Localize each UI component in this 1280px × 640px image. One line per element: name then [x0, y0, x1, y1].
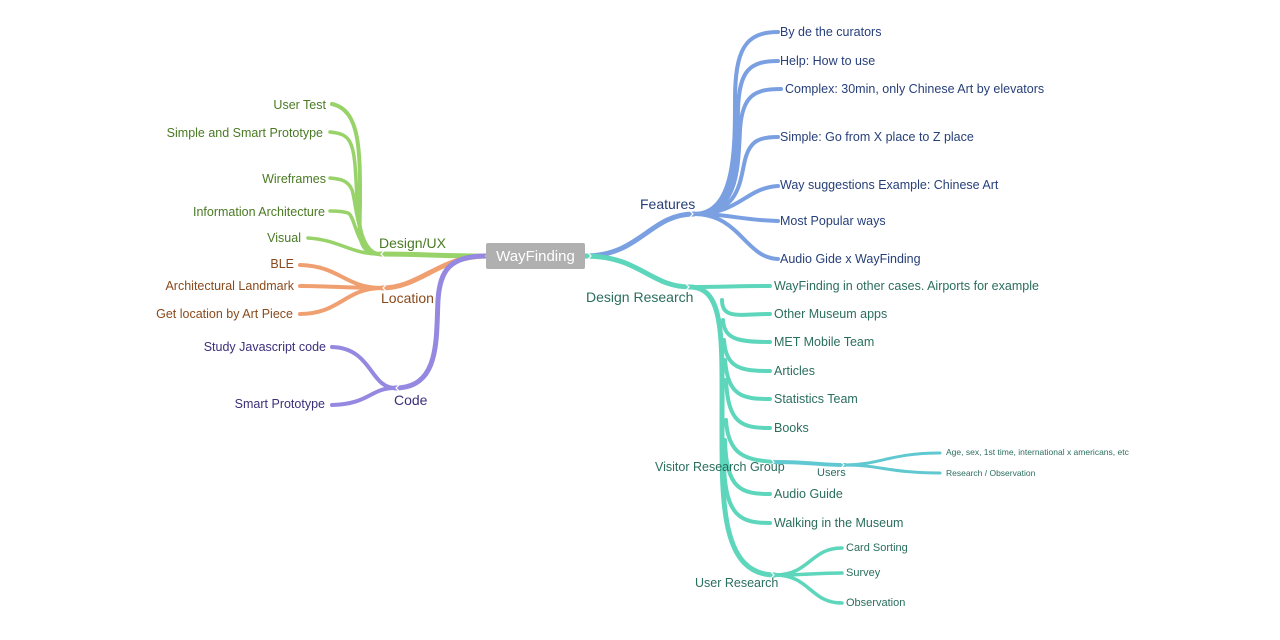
node-user-research[interactable]: User Research	[695, 576, 778, 590]
link-users	[724, 418, 777, 464]
branch-code	[330, 253, 489, 407]
root-node[interactable]: WayFinding	[486, 243, 585, 269]
node-feat-simple[interactable]: Simple: Go from X place to Z place	[780, 130, 974, 144]
design-ux-labels: Design/UX User Test Simple and Smart Pro…	[167, 98, 447, 251]
connector-markers	[380, 210, 845, 579]
node-wayfinding-other[interactable]: WayFinding in other cases. Airports for …	[774, 279, 1039, 293]
link-other-museum-apps	[720, 298, 772, 317]
link-simple-smart-prototype	[328, 130, 382, 256]
link-statistics	[723, 358, 772, 401]
branch-design-research	[582, 253, 778, 578]
node-articles[interactable]: Articles	[774, 364, 815, 378]
node-architectural-landmark[interactable]: Architectural Landmark	[165, 279, 294, 293]
link-feat-7	[692, 212, 780, 261]
link-articles	[722, 338, 772, 373]
root-node-box[interactable]	[486, 243, 585, 269]
node-design-research[interactable]: Design Research	[586, 289, 693, 305]
link-feat-4	[692, 135, 780, 216]
marker-root-right	[587, 252, 592, 260]
marker-design-ux	[380, 250, 385, 258]
link-user-research	[687, 284, 778, 578]
link-information-architecture	[328, 209, 382, 256]
node-books[interactable]: Books	[774, 421, 809, 435]
link-study-javascript	[330, 345, 397, 390]
root-node-label: WayFinding	[496, 248, 575, 265]
node-card-sorting[interactable]: Card Sorting	[846, 542, 908, 554]
node-feat-suggestions[interactable]: Way suggestions Example: Chinese Art	[780, 178, 999, 192]
link-feat-2	[692, 59, 780, 216]
link-met-mobile	[721, 318, 772, 344]
link-visual	[306, 236, 382, 256]
node-feat-popular[interactable]: Most Popular ways	[780, 214, 886, 228]
node-smart-prototype[interactable]: Smart Prototype	[235, 397, 325, 411]
branch-features	[582, 30, 783, 261]
link-smart-prototype	[330, 386, 397, 407]
design-research-labels: Design Research WayFinding in other case…	[586, 279, 1130, 609]
node-simple-smart-prototype[interactable]: Simple and Smart Prototype	[167, 126, 323, 140]
link-users-hub	[773, 460, 847, 467]
node-location[interactable]: Location	[381, 290, 434, 306]
node-met-mobile[interactable]: MET Mobile Team	[774, 335, 874, 349]
node-information-architecture[interactable]: Information Architecture	[193, 205, 325, 219]
features-labels: Features By de the curators Help: How to…	[640, 25, 1044, 266]
node-visual[interactable]: Visual	[267, 231, 301, 245]
link-root-code	[392, 253, 489, 391]
node-features[interactable]: Features	[640, 196, 695, 212]
node-survey[interactable]: Survey	[846, 567, 881, 579]
marker-code	[395, 384, 400, 392]
node-visitor-research-group[interactable]: Visitor Research Group	[655, 460, 785, 474]
marker-location	[382, 284, 387, 292]
node-observation[interactable]: Observation	[846, 597, 905, 609]
node-audio-guide[interactable]: Audio Guide	[774, 487, 843, 501]
node-users-research[interactable]: Research / Observation	[946, 468, 1036, 478]
link-card-sorting	[773, 546, 844, 577]
link-root-design-research	[582, 253, 693, 290]
code-labels: Code Study Javascript code Smart Prototy…	[204, 340, 428, 411]
link-get-location	[298, 286, 384, 316]
marker-user-research	[770, 571, 775, 579]
marker-features	[689, 210, 694, 218]
node-other-museum-apps[interactable]: Other Museum apps	[774, 307, 887, 321]
marker-design-research	[685, 283, 690, 291]
location-labels: Location BLE Architectural Landmark Get …	[156, 257, 434, 321]
node-feat-help[interactable]: Help: How to use	[780, 54, 875, 68]
node-design-ux[interactable]: Design/UX	[379, 235, 447, 251]
node-code[interactable]: Code	[394, 392, 428, 408]
node-users[interactable]: Users	[817, 467, 846, 479]
link-audio-guide	[723, 438, 772, 496]
node-feat-audio[interactable]: Audio Gide x WayFinding	[780, 252, 921, 266]
link-root-location	[379, 253, 489, 291]
branch-user-research	[773, 546, 844, 605]
link-users-research	[843, 463, 942, 475]
link-root-features	[582, 211, 697, 259]
marker-users	[840, 461, 845, 469]
node-statistics[interactable]: Statistics Team	[774, 392, 858, 406]
marker-visitor	[770, 458, 775, 466]
node-users-demographics[interactable]: Age, sex, 1st time, international x amer…	[946, 447, 1130, 457]
node-get-location[interactable]: Get location by Art Piece	[156, 307, 293, 321]
node-walking[interactable]: Walking in the Museum	[774, 516, 903, 530]
node-feat-curators[interactable]: By de the curators	[780, 25, 881, 39]
link-feat-3	[692, 87, 783, 216]
link-books	[724, 378, 772, 430]
link-observation	[773, 573, 844, 605]
node-study-javascript[interactable]: Study Javascript code	[204, 340, 326, 354]
node-ble[interactable]: BLE	[270, 257, 294, 271]
link-walking	[722, 458, 772, 525]
link-wireframes	[328, 176, 382, 256]
link-users-demographics	[843, 451, 942, 467]
node-feat-complex[interactable]: Complex: 30min, only Chinese Art by elev…	[785, 82, 1044, 96]
branch-design-ux	[306, 102, 489, 259]
branch-users	[773, 451, 942, 475]
link-wayfinding-other	[688, 284, 772, 289]
node-wireframes[interactable]: Wireframes	[262, 172, 326, 186]
node-user-test[interactable]: User Test	[273, 98, 326, 112]
